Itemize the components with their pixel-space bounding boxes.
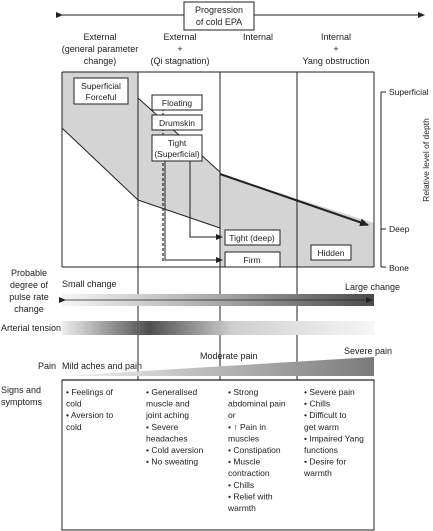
pulse-rate-large-label: Large change [345,282,400,292]
pain-severe-label: Severe pain [344,346,392,356]
pulse-tight-superficial-box [151,134,203,162]
progression-box [183,1,255,31]
sign-item: • Strong [228,387,259,397]
sign-item: headaches [146,433,188,443]
pulse-tight-deep-label: Tight (deep) [229,233,275,243]
signs-column-2: • Generalised muscle and joint aching • S… [145,387,204,467]
pulse-rate-label-line4: change [14,304,44,314]
tight-to-tight-deep-arrow [189,161,223,240]
pulse-drumskin-box [151,114,203,131]
sign-item: abdominal pain [228,399,286,409]
depth-progression-arrow [219,173,369,227]
stage-1-line2: (general parameter [62,44,139,54]
depth-deep-label: Deep [389,224,410,234]
stage-2-line3: (Qi stagnation) [150,56,209,66]
pulse-rate-small-label: Small change [62,279,117,289]
sign-item: warmth [303,468,332,478]
sign-item: • Aversion to [66,410,114,420]
sign-item: contraction [228,468,270,478]
pulse-forceful-label: Forceful [86,92,117,102]
pulse-superficial-forceful-box [73,77,129,105]
pulse-drumskin-label: Drumskin [159,118,195,128]
pulse-depth-band [62,72,374,267]
pulse-rate-row: Probable degree of pulse rate change Sma… [9,268,400,314]
sign-item: get warm [304,422,339,432]
signs-column-3: • Strong abdominal pain or • ↑ Pain in mu… [227,387,286,513]
depth-superficial-label: Superficial [389,87,429,97]
sign-item: • Chills [228,480,254,490]
pulse-floating-box [151,94,203,111]
pain-mild-label: Mild aches and pain [62,361,142,371]
stage-4-line3: Yang obstruction [303,56,370,66]
sign-item: • Relief with [228,491,273,501]
stage-1-line3: change) [84,56,117,66]
sign-item: • Muscle [228,457,261,467]
stage-3-line1: Internal [243,32,273,42]
sign-item: • Impaired Yang [304,433,364,443]
pulse-rate-label-line3: pulse rate [9,292,49,302]
sign-item: cold [66,399,82,409]
band-lower-edge-2 [137,199,221,229]
arterial-tension-row: Arterial tension [1,321,374,335]
pulse-rate-label-line1: Probable [11,268,47,278]
pulse-tight-label: Tight [168,138,187,148]
signs-symptoms-table: Signs and symptoms • Feelings of cold• A… [1,379,375,531]
pulse-tight-deep-box [224,229,281,246]
sign-item: cold [66,422,82,432]
stage-2-line1: External [163,32,196,42]
pain-moderate-label: Moderate pain [200,351,258,361]
sign-item: muscles [228,433,259,443]
arterial-tension-gradient-bar [62,321,374,335]
pulse-firm-box [224,251,281,268]
progression-title-line1: Progression [195,5,243,15]
sign-item: warmth [227,503,256,513]
pulse-tight-superficial-label: (Superficial) [154,149,200,159]
depth-axis: Superficial Deep Bone Relative level of … [380,87,431,273]
stage-4-line1: Internal [321,32,351,42]
signs-column-4: • Severe pain • Chills• Difficult to get … [303,387,364,478]
pulse-hidden-box [310,244,352,261]
tight-to-firm-arrow [164,161,223,263]
pulse-hidden-label: Hidden [318,248,345,258]
stage-1-line1: External [83,32,116,42]
sign-item: • Chills [304,399,330,409]
depth-bone-label: Bone [389,263,409,273]
signs-label-line1: Signs and [1,385,41,395]
stage-titles: External (general parameter change) Exte… [62,32,370,66]
pulse-firm-label: Firm [244,255,261,265]
sign-item: functions [304,445,338,455]
sign-item: • Feelings of [66,387,114,397]
sign-item: • ↑ Pain in [228,422,266,432]
signs-column-1: • Feelings of cold• Aversion to cold [66,387,114,432]
signs-label-line2: symptoms [1,397,43,407]
depth-axis-title: Relative level of depth [421,118,431,202]
sign-item: • Difficult to [304,410,347,420]
sign-item: • Severe pain [304,387,355,397]
sign-item: or [228,410,236,420]
pulse-rate-label-line2: degree of [10,280,49,290]
progression-title-line2: of cold EPA [196,17,242,27]
stage-2-line2: + [177,44,182,54]
sign-item: • Constipation [228,445,281,455]
sign-item: • Severe [146,422,179,432]
pulse-floating-label: Floating [162,98,193,108]
sign-item: • Cold aversion [146,445,204,455]
sign-item: muscle and [146,399,190,409]
pulse-superficial-label: Superficial [81,81,121,91]
progression-header: Progression of cold EPA [56,1,425,31]
band-lower-edge-1 [61,127,139,201]
pain-wedge [62,357,374,376]
sign-item: • Generalised [146,387,197,397]
stage-4-line2: + [333,44,338,54]
depth-panel: Superficial Forceful Floating Drumskin T… [61,71,375,380]
arterial-tension-label: Arterial tension [1,323,61,333]
signs-frame [61,379,375,531]
pain-label: Pain [38,361,56,371]
sign-item: • No sweating [146,457,198,467]
pain-row: Pain Mild aches and pain Moderate pain S… [38,346,392,376]
sign-item: • Desire for [304,457,346,467]
sign-item: joint aching [145,410,189,420]
